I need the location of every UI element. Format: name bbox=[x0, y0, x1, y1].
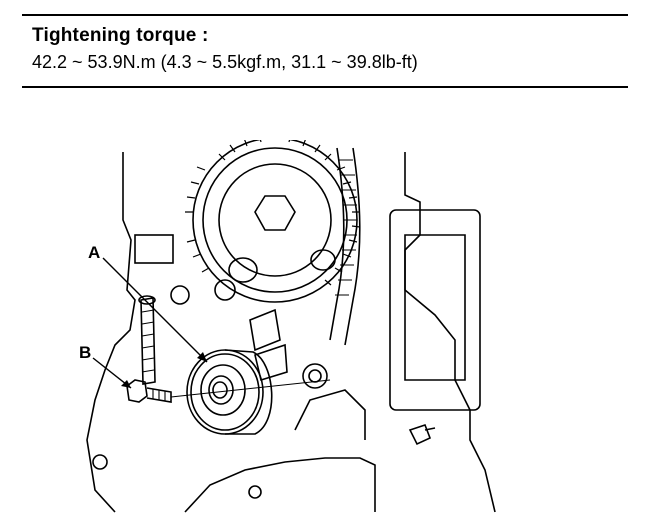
idler-pulley-illustration: A B bbox=[75, 140, 515, 520]
torque-spec-value: 42.2 ~ 53.9N.m (4.3 ~ 5.5kgf.m, 31.1 ~ 3… bbox=[32, 52, 418, 72]
timing-belt bbox=[329, 147, 361, 346]
small-bolt bbox=[408, 423, 436, 446]
torque-spec-title: Tightening torque : bbox=[32, 25, 209, 46]
tensioner-stud bbox=[138, 295, 156, 385]
idler-pulley bbox=[186, 349, 273, 435]
torque-spec-box: Tightening torque : 42.2 ~ 53.9N.m (4.3 … bbox=[22, 14, 628, 88]
camshaft-sprocket bbox=[185, 140, 361, 303]
callout-b-label: B bbox=[79, 343, 91, 362]
callout-a-label: A bbox=[88, 243, 100, 262]
alignment-line bbox=[170, 379, 331, 398]
callout-a-leader bbox=[102, 257, 208, 363]
